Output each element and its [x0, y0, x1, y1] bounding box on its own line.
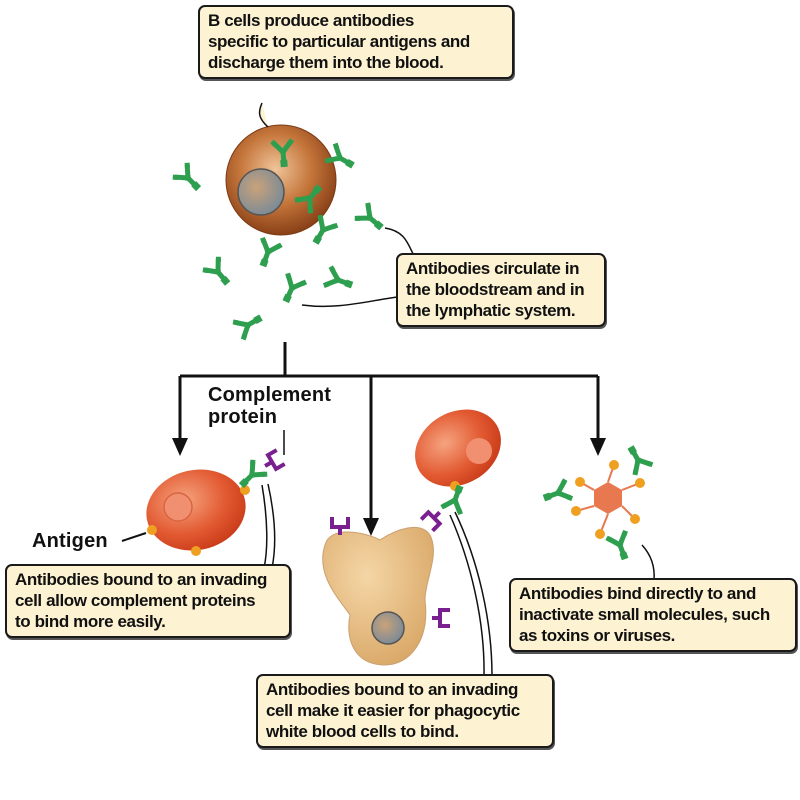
- callout-pointer: [449, 514, 485, 677]
- bound-antibody: [540, 477, 575, 509]
- callout-line: cell make it easier for phagocytic: [266, 701, 520, 720]
- antigen-leader: [121, 532, 147, 542]
- callout-line: white blood cells to bind.: [266, 722, 459, 741]
- antigen-dot: [240, 485, 250, 495]
- nucleus: [237, 168, 285, 216]
- callout-line: Antibodies circulate in: [406, 259, 580, 278]
- antibody: [275, 271, 309, 307]
- antigen-dot: [630, 514, 640, 524]
- callout-line: cell allow complement proteins: [15, 591, 256, 610]
- invading-cell-complement: [146, 447, 286, 556]
- antibody: [352, 200, 389, 236]
- antibody: [252, 236, 284, 271]
- callout-phagocytic: Antibodies bound to an invading cell mak…: [256, 674, 554, 748]
- callout-line: to bind more easily.: [15, 612, 166, 631]
- antigen-dot: [147, 525, 157, 535]
- callout-circulate: Antibodies circulate in the bloodstream …: [396, 253, 606, 327]
- antigen-dot: [595, 529, 605, 539]
- label-line: protein: [208, 406, 278, 428]
- antibody: [200, 254, 236, 291]
- callout-line: the lymphatic system.: [406, 301, 576, 320]
- callout-line: inactivate small molecules, such: [519, 605, 770, 624]
- antibody: [170, 160, 207, 197]
- callout-line: Antibodies bound to an invading: [15, 570, 268, 589]
- callout-pointer: [301, 295, 406, 308]
- label-antigen: Antigen: [32, 530, 108, 552]
- label-line: Antigen: [32, 530, 108, 552]
- arrowheads: [172, 438, 606, 536]
- label-line: Complement: [208, 384, 332, 406]
- callout-neutralize: Antibodies bind directly to and inactiva…: [509, 578, 797, 652]
- antibody: [231, 307, 267, 342]
- callout-pointer: [258, 102, 269, 128]
- complement-protein: [258, 447, 286, 477]
- antigen-dot: [609, 460, 619, 470]
- callout-line: the bloodstream and in: [406, 280, 585, 299]
- antigen-dot: [191, 546, 201, 556]
- toxin-molecule: [540, 441, 655, 563]
- bound-antibody: [620, 441, 655, 477]
- callout-complement: Antibodies bound to an invading cell all…: [5, 564, 291, 638]
- antigen-dot: [575, 477, 585, 487]
- callout-line: specific to particular antigens and: [208, 32, 470, 51]
- antibody: [322, 264, 357, 296]
- callout-pointer: [261, 484, 268, 569]
- callout-line: as toxins or viruses.: [519, 626, 676, 645]
- flow-arrows: [178, 342, 600, 525]
- invading-cell-phagocytosis: [415, 409, 501, 530]
- callout-pointer: [641, 544, 655, 581]
- callout-pointer: [454, 511, 493, 677]
- label-complement-protein: Complement protein: [208, 384, 331, 428]
- antigen-dot: [635, 478, 645, 488]
- receptor: [430, 606, 450, 630]
- antigen-dot: [571, 506, 581, 516]
- callout-pointer: [267, 483, 276, 569]
- callout-b-cells: B cells produce antibodies specific to p…: [198, 5, 514, 79]
- callout-line: discharge them into the blood.: [208, 53, 444, 72]
- phagocyte: [322, 517, 450, 666]
- bound-antibody: [604, 529, 636, 564]
- callout-line: Antibodies bind directly to and: [519, 584, 756, 603]
- callout-line: B cells produce antibodies: [208, 11, 414, 30]
- callout-line: Antibodies bound to an invading: [266, 680, 519, 699]
